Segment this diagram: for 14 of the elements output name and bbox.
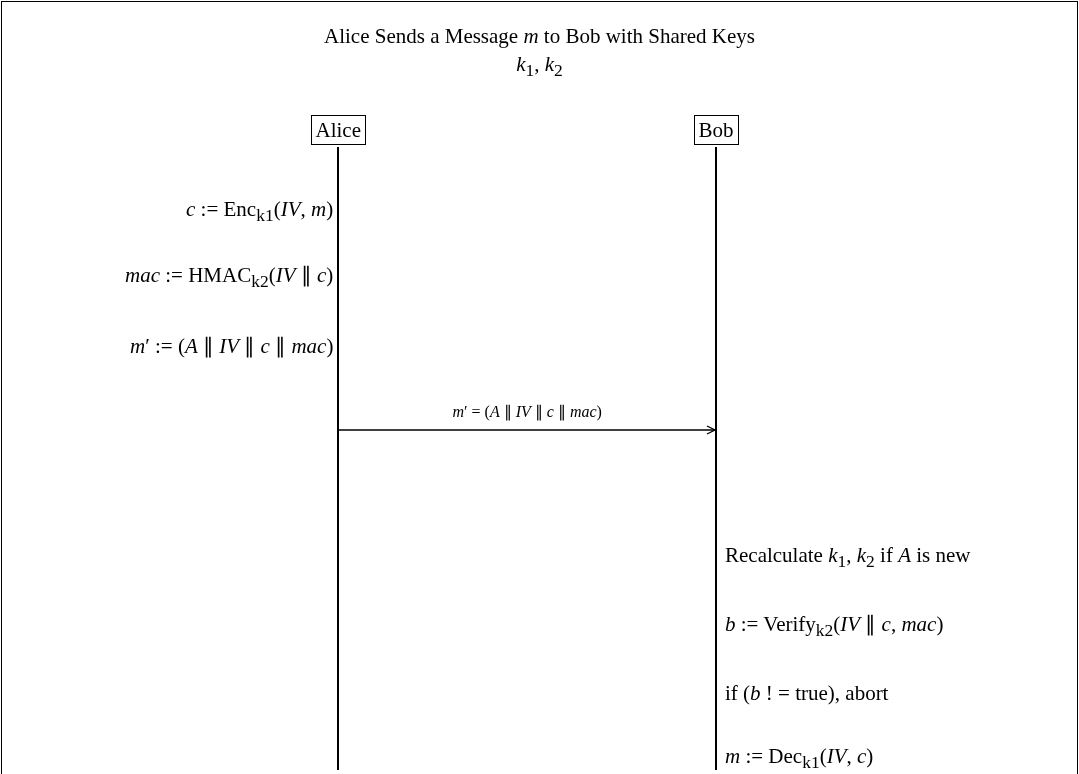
step-note: mac := HMAC$_{k2}$(IV ∥ c) xyxy=(125,262,334,294)
lifeline xyxy=(337,147,339,770)
lifeline xyxy=(715,147,717,770)
step-note: Recalculate k$_{1}$, k$_{2}$ if A is new xyxy=(725,542,971,574)
diagram-title: Alice Sends a Message m to Bob with Shared Keys k$_{1}$, k$_{2}$ xyxy=(323,23,756,83)
step-note: m := Dec$_{k1}$(IV, c) xyxy=(725,743,874,774)
participant-box: Bob xyxy=(693,115,739,145)
participant-box: Alice xyxy=(310,115,366,145)
step-note: c := Enc$_{k1}$(IV, m) xyxy=(186,196,334,228)
step-note: m′ := (A ∥ IV ∥ c ∥ mac) xyxy=(130,333,334,359)
edge-label: m′ = (A ∥ IV ∥ c ∥ mac) xyxy=(452,402,602,422)
message-arrow xyxy=(338,425,716,435)
step-note: if (b ! = true), abort xyxy=(725,680,889,706)
step-note: b := Verify$_{k2}$(IV ∥ c, mac) xyxy=(725,611,944,643)
